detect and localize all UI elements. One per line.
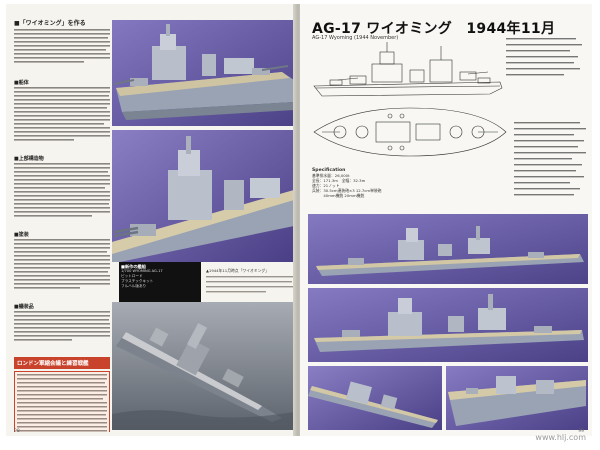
watermark: www.hlj.com (535, 433, 586, 442)
body-text-lines (14, 163, 110, 217)
side-elevation-drawing (313, 42, 503, 97)
photo-caption-line: フルハル版あり (121, 284, 147, 288)
sub-head-hull: ■船体 (14, 80, 29, 86)
model-photo-4 (308, 214, 588, 284)
model-photo-2 (112, 130, 294, 262)
sidebar-banner: ロンドン軍縮会議と練習戦艦 (14, 357, 110, 369)
page-title: AG-17 ワイオミング 1944年11月 (312, 21, 556, 37)
page-subtitle: AG-17 Wyoming (1944 November) (312, 35, 399, 41)
plan-view-drawing (313, 107, 507, 157)
section-title: ■「ワイオミング」を作る (14, 20, 86, 27)
spec-line: 40mm機銃 20mm機銃 (312, 193, 365, 198)
model-photo-5 (308, 288, 588, 362)
photo-caption-line: 1/700 WYOMING AG-17 (121, 269, 163, 273)
body-text-lines (14, 87, 110, 141)
spec-line: 兵装：30.5cm連装砲×3 12.7cm単装砲 (312, 188, 382, 193)
model-photo-3 (112, 302, 294, 430)
model-photo-6 (308, 366, 442, 430)
page-gutter (293, 4, 303, 436)
spec-line: 基準排水量：26,000t (312, 173, 350, 178)
text-column: ■「ワイオミング」を作る ■船体 (14, 18, 110, 432)
page-number-right: 99 (578, 429, 584, 434)
caption-text-lines (206, 276, 294, 293)
spec-block: Specification 基準排水量：26,000t 全長：171.3m 全幅… (312, 168, 452, 198)
photo-caption-box: ■新作の艦船 1/700 WYOMING AG-17 ピットロード プラスチック… (119, 262, 201, 302)
legend-notes-bottom (514, 122, 586, 196)
spec-line: 全長：171.3m 全幅：32.3m (312, 178, 366, 183)
sub-head-fittings: ■艤装品 (14, 304, 34, 310)
legend-notes-top (506, 38, 582, 76)
photo-caption-title: ■新作の艦船 (121, 264, 146, 269)
page-number-left: 98 (14, 429, 20, 434)
right-page: AG-17 ワイオミング 1944年11月 AG-17 Wyoming (194… (300, 4, 592, 436)
sidebar-text-lines (17, 374, 107, 432)
left-page: ■「ワイオミング」を作る ■船体 (6, 4, 296, 436)
sub-head-superstructure: ■上部構造物 (14, 156, 44, 162)
body-text-lines (14, 29, 110, 63)
caption-1944: ▲1944年11月時点「ワイオミング」 (206, 268, 269, 273)
photo-caption-line: ピットロード (121, 274, 143, 278)
model-photo-1 (112, 20, 294, 126)
sub-head-paint: ■塗装 (14, 232, 29, 238)
body-text-lines (14, 311, 110, 341)
sidebar-box (14, 371, 110, 432)
body-text-lines (14, 239, 110, 289)
spec-title: Specification (312, 168, 346, 173)
spec-line: 速力：21ノット (312, 183, 340, 188)
photo-caption-line: プラスチックキット (121, 279, 154, 283)
model-photo-7 (446, 366, 588, 430)
